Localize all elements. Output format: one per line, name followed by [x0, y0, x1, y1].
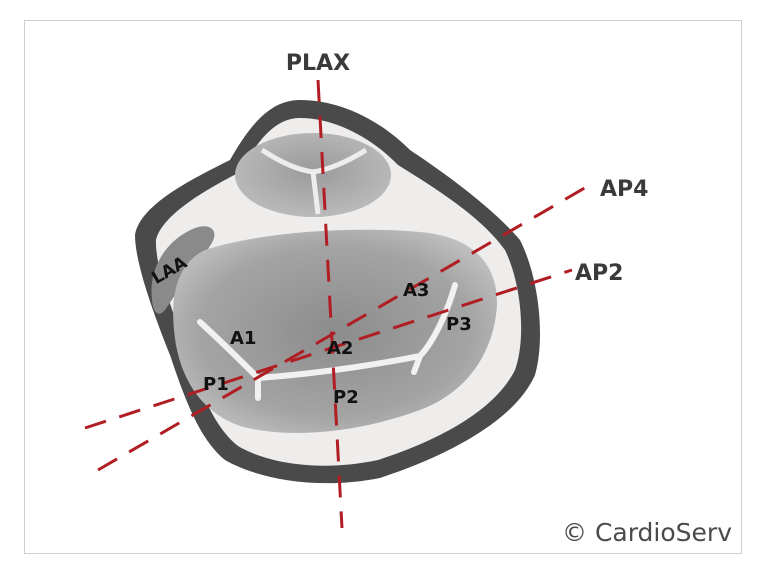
- aortic-valve: [235, 133, 391, 217]
- ap4-label: AP4: [600, 177, 648, 202]
- left-atrial-appendage: [151, 226, 215, 314]
- ap2-scan-line: [84, 268, 573, 430]
- commissure-right: [411, 353, 423, 375]
- p3-label: P3: [446, 314, 472, 335]
- plax-label: PLAX: [286, 51, 350, 76]
- a3-label: A3: [403, 280, 429, 301]
- p2-label: P2: [333, 387, 359, 408]
- a2-label: A2: [327, 338, 353, 359]
- ap4-scan-line: [97, 180, 596, 472]
- ap2-label: AP2: [575, 261, 623, 286]
- mitral-valve: [173, 229, 498, 433]
- a1-label: A1: [230, 328, 256, 349]
- copyright-notice: © CardioServ: [562, 518, 732, 547]
- plax-scan-line: [316, 79, 344, 529]
- p1-label: P1: [203, 374, 229, 395]
